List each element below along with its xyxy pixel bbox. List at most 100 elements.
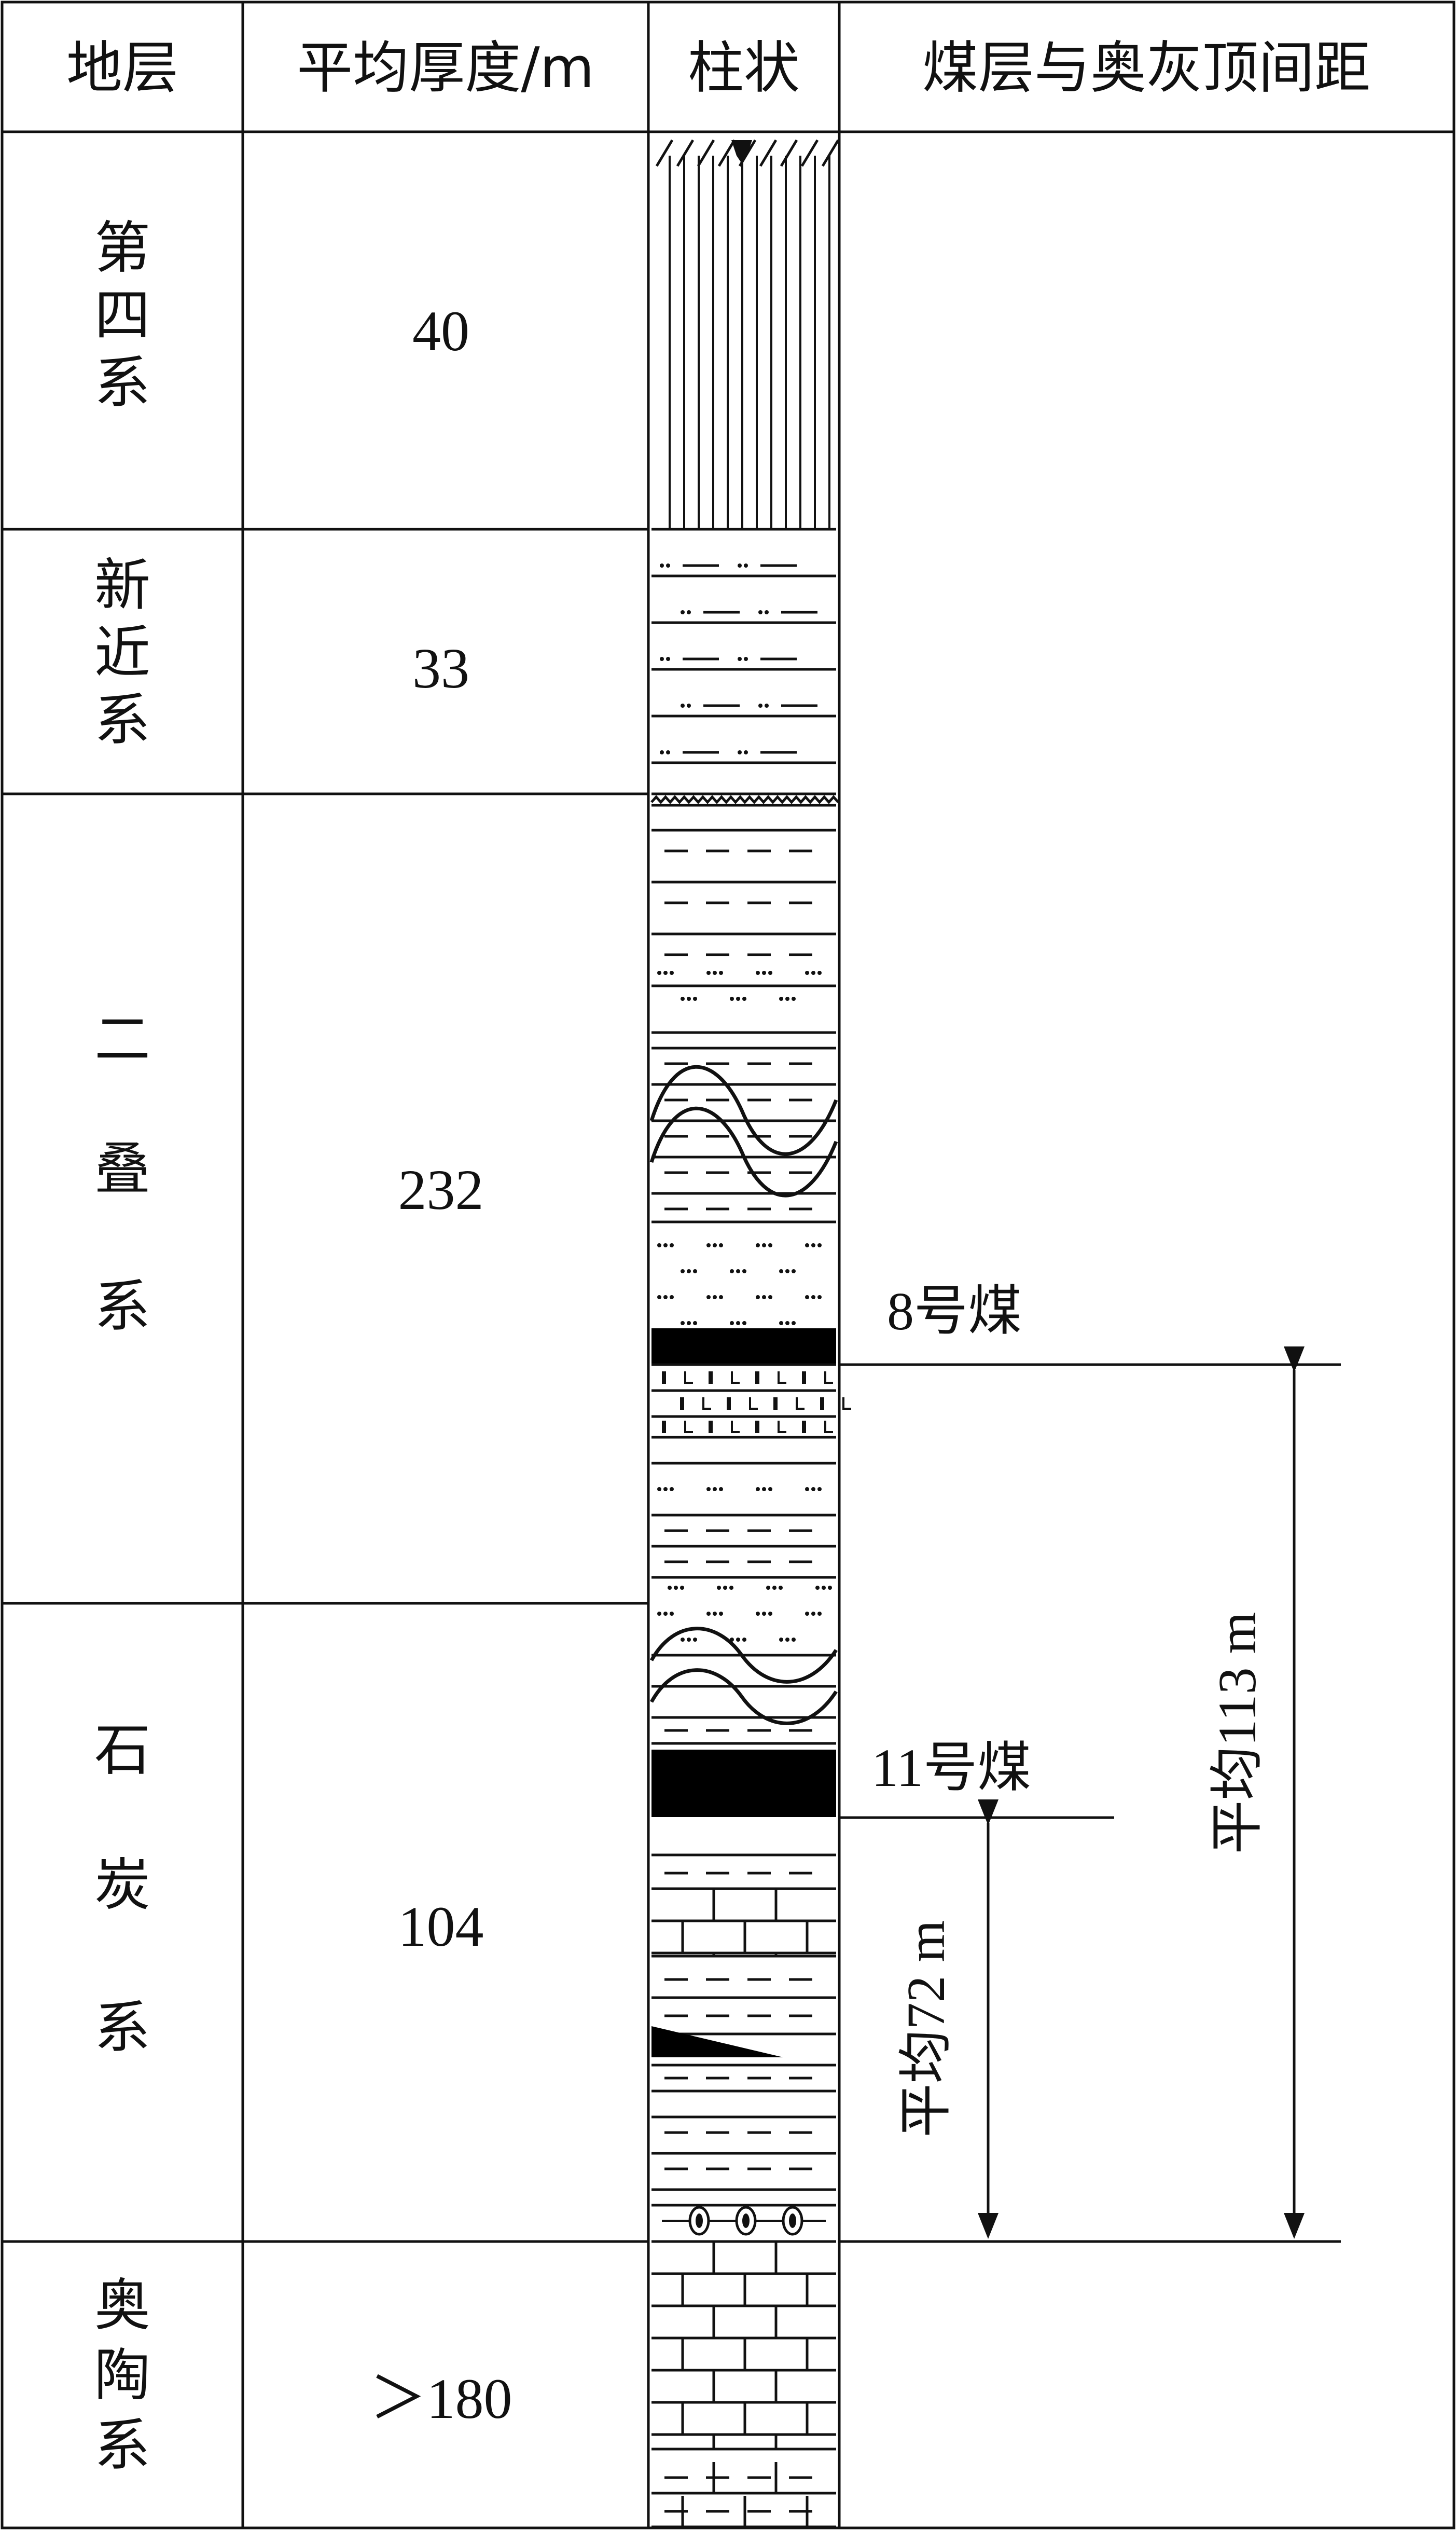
sandstone-dot — [670, 971, 674, 975]
unconformity-zigzag — [650, 795, 839, 804]
sandstone-dot — [768, 1295, 772, 1299]
sandstone-dot — [719, 1487, 723, 1491]
sandstone-dot — [742, 1638, 746, 1642]
coal8-distance-label: 平均113 m — [1208, 1612, 1267, 1854]
sandstone-dot — [693, 1269, 697, 1273]
oolite-inner — [789, 2213, 796, 2228]
clay-dot — [681, 704, 685, 708]
sandstone-dot — [756, 1612, 760, 1616]
sandstone-dot — [828, 1586, 832, 1590]
clay-dot — [660, 657, 664, 661]
clay-dot — [681, 610, 685, 614]
sandstone-dot — [762, 1487, 766, 1491]
sandstone-dot — [706, 1612, 711, 1616]
sandstone-dot — [687, 1638, 691, 1642]
sandstone-dot — [713, 1295, 717, 1299]
sandstone-dot — [766, 1586, 770, 1590]
sandstone-dot — [756, 1487, 760, 1491]
carboniferous-char-1: 石 — [94, 1718, 150, 1783]
clay-dot — [738, 563, 742, 568]
marl-glyph — [824, 1371, 833, 1384]
surface-hatch — [655, 139, 674, 167]
clay-dot — [687, 704, 691, 708]
sandstone-dot — [817, 1295, 822, 1299]
sandstone-dot — [717, 1586, 721, 1590]
sandstone-dot — [681, 1269, 685, 1273]
sandstone-dot — [768, 1612, 772, 1616]
permian-thickness: 232 — [398, 1158, 484, 1221]
sandstone-dot — [779, 997, 783, 1001]
header-distance: 煤层与奥灰顶间距 — [922, 36, 1370, 101]
sandstone-dot — [657, 1243, 661, 1247]
sandstone-dot — [811, 1243, 815, 1247]
sandstone-dot — [792, 1269, 796, 1273]
sandstone-dot — [713, 971, 717, 975]
sandstone-dot — [730, 1321, 734, 1325]
neogene-thickness: 33 — [412, 637, 469, 700]
header-column: 柱状 — [688, 36, 800, 101]
sandstone-dot — [713, 1487, 717, 1491]
sandstone-dot — [719, 1612, 723, 1616]
lithology-column — [649, 139, 851, 2528]
marl-tick — [709, 1371, 713, 1384]
surface-hatch — [676, 139, 695, 167]
sandstone-dot — [792, 1321, 796, 1325]
sandstone-dot — [730, 1269, 734, 1273]
sandstone-dot — [674, 1586, 678, 1590]
sandstone-dot — [811, 1612, 815, 1616]
marl-glyph — [731, 1371, 740, 1384]
marl-glyph — [749, 1397, 758, 1410]
surface-hatch — [717, 139, 736, 167]
sandstone-dot — [663, 1487, 668, 1491]
surface-hatch — [780, 139, 798, 167]
marl-glyph — [684, 1371, 693, 1384]
marl-glyph — [702, 1397, 711, 1410]
clay-dot — [660, 563, 664, 568]
sandstone-dot — [687, 1269, 691, 1273]
clay-dot — [666, 750, 670, 754]
marl-tick — [727, 1397, 731, 1410]
marl-glyph — [778, 1421, 786, 1433]
neogene-char-1: 新 — [94, 553, 150, 618]
ordovician-char-3: 系 — [94, 2413, 150, 2478]
neogene-char-2: 近 — [94, 621, 150, 685]
marl-tick — [820, 1397, 824, 1410]
quaternary-char-2: 四 — [94, 283, 150, 348]
permian-char-3: 系 — [94, 1274, 150, 1339]
oolite-inner — [742, 2213, 750, 2228]
sandstone-dot — [693, 997, 697, 1001]
sandstone-dot — [706, 971, 711, 975]
sandstone-dot — [742, 1269, 746, 1273]
marl-tick — [709, 1421, 713, 1433]
sandstone-dot — [729, 1586, 733, 1590]
surface-marker-icon — [731, 140, 752, 163]
marl-glyph — [796, 1397, 805, 1410]
sandstone-dot — [756, 971, 760, 975]
quaternary-char-3: 系 — [94, 351, 150, 416]
sandstone-dot — [687, 997, 691, 1001]
permian-char-2: 叠 — [94, 1137, 150, 1202]
ordovician-char-2: 陶 — [94, 2343, 150, 2408]
sandstone-dot — [719, 1295, 723, 1299]
clay-dot — [666, 657, 670, 661]
marl-glyph — [731, 1421, 740, 1433]
sandstone-dot — [762, 1295, 766, 1299]
permian-char-1: 二 — [94, 1007, 150, 1072]
carboniferous-thickness: 104 — [398, 1895, 484, 1958]
marl-glyph — [824, 1421, 833, 1433]
sandstone-dot — [706, 1243, 711, 1247]
sandstone-dot — [719, 971, 723, 975]
sandstone-dot — [736, 1321, 740, 1325]
sandstone-dot — [785, 997, 789, 1001]
header-thickness: 平均厚度/m — [297, 36, 594, 101]
marl-tick — [802, 1371, 806, 1384]
sandstone-dot — [706, 1487, 711, 1491]
sandstone-dot — [805, 1612, 809, 1616]
quaternary-char-1: 第 — [94, 216, 150, 281]
sandstone-dot — [736, 997, 740, 1001]
sandstone-dot — [811, 971, 815, 975]
sandstone-dot — [706, 1295, 711, 1299]
sandstone-dot — [681, 1321, 685, 1325]
sandstone-dot — [815, 1586, 820, 1590]
sandstone-dot — [768, 1487, 772, 1491]
